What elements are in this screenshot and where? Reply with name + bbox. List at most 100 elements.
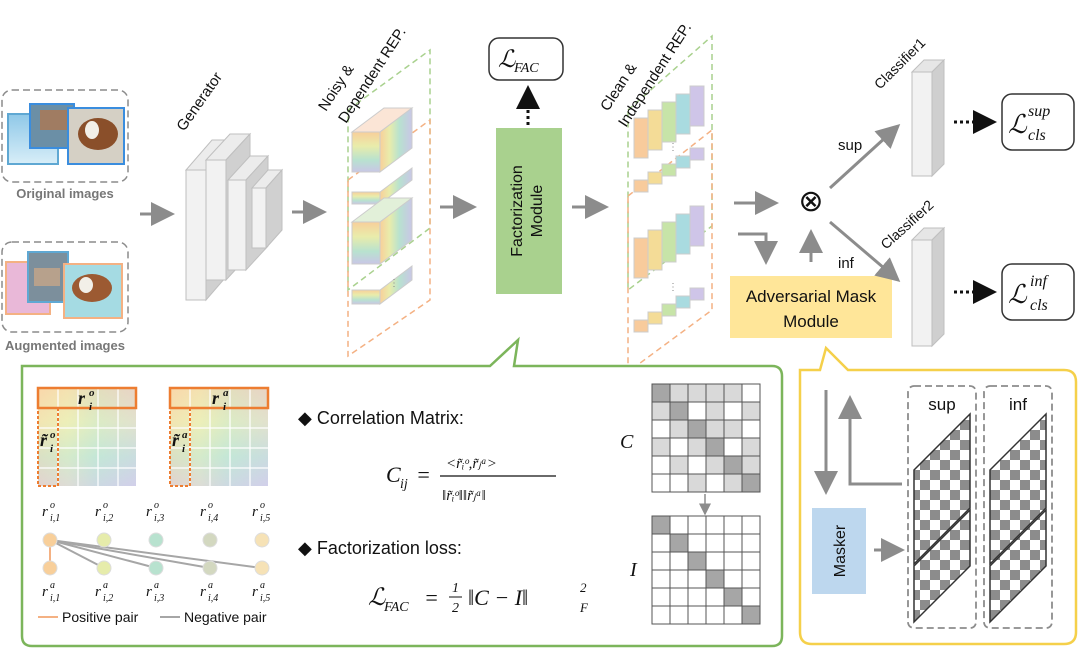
matrix-cell — [723, 383, 743, 403]
top-node-1-sup: o — [50, 500, 55, 511]
matrix-cell — [741, 401, 761, 421]
matrix-cell — [705, 515, 725, 535]
svg-text:ij: ij — [400, 477, 408, 492]
matrix-cell — [651, 455, 671, 475]
matrix-cell — [723, 551, 743, 571]
top-node-5-base: r — [252, 504, 258, 520]
matrix-cell — [687, 437, 707, 457]
svg-text:2: 2 — [452, 601, 459, 616]
top-node-1-sub: i,1 — [50, 513, 60, 524]
arrow-to-adversarial-module — [738, 232, 778, 265]
r-tilde-i-o-sub: i — [50, 443, 54, 455]
bottom-node-2-sup: a — [103, 580, 108, 591]
svg-text:1: 1 — [452, 581, 459, 596]
matrix-cell — [741, 473, 761, 493]
svg-text:‖C − I‖: ‖C − I‖ — [468, 585, 528, 610]
r-i-a-sup: a — [223, 387, 229, 399]
matrix-cell — [705, 569, 725, 589]
matrix-r-o: r o i r̃ o i — [36, 386, 138, 487]
matrix-cell — [705, 383, 725, 403]
sup-masks-group: sup — [907, 385, 977, 629]
noisy-representation: ⋮ Noisy & Dependent REP. — [315, 24, 431, 358]
top-node-labels: r o i,1 r o i,2 r o i,3 r o i,4 r o i,5 — [42, 500, 270, 524]
svg-text:=: = — [424, 585, 439, 610]
matrix-cell — [723, 515, 743, 535]
top-node-3-sub: i,3 — [154, 513, 164, 524]
matrix-cell — [723, 437, 743, 457]
bottom-node-1-base: r — [42, 584, 48, 600]
matrix-cell — [669, 473, 689, 493]
legend-positive-pair: Positive pair — [62, 609, 139, 625]
legend-negative-pair: Negative pair — [184, 609, 267, 625]
inf-masks-group: inf — [983, 385, 1053, 629]
bottom-node-2-sub: i,2 — [103, 593, 113, 604]
bottom-node-4-sup: a — [208, 580, 213, 591]
matrix-cell — [723, 587, 743, 607]
negative-pair-line-5 — [49, 539, 263, 569]
masker-rect — [812, 508, 866, 594]
matrix-cell — [651, 587, 671, 607]
bottom-node-3-base: r — [146, 584, 152, 600]
svg-text:⋮: ⋮ — [389, 278, 399, 289]
r-i-o-sup: o — [89, 387, 95, 399]
loss-inf-symbol: ℒ — [1008, 280, 1028, 309]
masker-box: Masker — [812, 508, 866, 594]
matrix-cell — [669, 515, 689, 535]
matrix-cell — [651, 605, 671, 625]
bottom-node-1-sub: i,1 — [50, 593, 60, 604]
matrix-cell — [651, 551, 671, 571]
bottom-node-5-sub: i,5 — [260, 593, 270, 604]
augmented-images-group: Augmented images — [1, 241, 129, 353]
matrix-cell — [741, 551, 761, 571]
r-tilde-i-a-sup: a — [182, 429, 188, 441]
top-node-2-sub: i,2 — [103, 513, 113, 524]
matrix-cell — [741, 455, 761, 475]
svg-text:=: = — [416, 462, 431, 487]
bottom-node-3-sup: a — [154, 580, 159, 591]
inf-masks-label: inf — [1009, 395, 1027, 414]
matrix-cell — [669, 419, 689, 439]
matrix-cell — [669, 401, 689, 421]
inf-mask-1 — [989, 412, 1047, 566]
top-node-4-sub: i,4 — [208, 513, 218, 524]
bottom-node-5-base: r — [252, 584, 258, 600]
clean-rep-cubes-top: ⋮ — [633, 85, 705, 193]
matrix-c-label: C — [620, 431, 634, 453]
noisy-rep-stack-top — [350, 107, 414, 205]
negative-pair-line-4 — [49, 539, 211, 569]
matrix-cell — [687, 401, 707, 421]
matrix-cell — [669, 533, 689, 553]
correlation-matrix-c — [651, 383, 761, 493]
matrix-cell — [651, 419, 671, 439]
top-node-2-base: r — [95, 504, 101, 520]
r-tilde-i-o-base: r̃ — [40, 430, 49, 450]
matrix-cell — [723, 533, 743, 553]
matrix-cell — [669, 551, 689, 571]
matrix-cell — [669, 605, 689, 625]
matrix-cell — [723, 455, 743, 475]
matrix-cell — [687, 569, 707, 589]
r-tilde-i-o-sup: o — [50, 429, 56, 441]
matrix-cell — [687, 383, 707, 403]
matrix-cell — [723, 605, 743, 625]
matrix-cell — [705, 605, 725, 625]
matrix-cell — [741, 605, 761, 625]
matrix-cell — [705, 455, 725, 475]
svg-text:⋮: ⋮ — [668, 282, 678, 293]
matrix-cell — [741, 383, 761, 403]
loss-inf-box: ℒ inf cls — [1001, 263, 1075, 321]
svg-text:ℒ: ℒ — [368, 585, 386, 611]
sup-mask-2 — [913, 508, 971, 624]
adversarial-mask-module: Adversarial Mask Module — [730, 276, 892, 338]
matrix-cell — [687, 419, 707, 439]
matrix-cell — [687, 551, 707, 571]
top-node-5-sup: o — [260, 500, 265, 511]
matrix-cell — [687, 533, 707, 553]
factorization-loss-formula: ℒ FAC = 1 2 ‖C − I‖ 2 F — [368, 580, 589, 616]
identity-matrix-i — [651, 515, 761, 625]
branch-sup-label: sup — [838, 137, 862, 154]
masker-label: Masker — [832, 524, 849, 577]
loss-sup-subscript: cls — [1028, 127, 1046, 144]
bottom-node-5-sup: a — [260, 580, 265, 591]
